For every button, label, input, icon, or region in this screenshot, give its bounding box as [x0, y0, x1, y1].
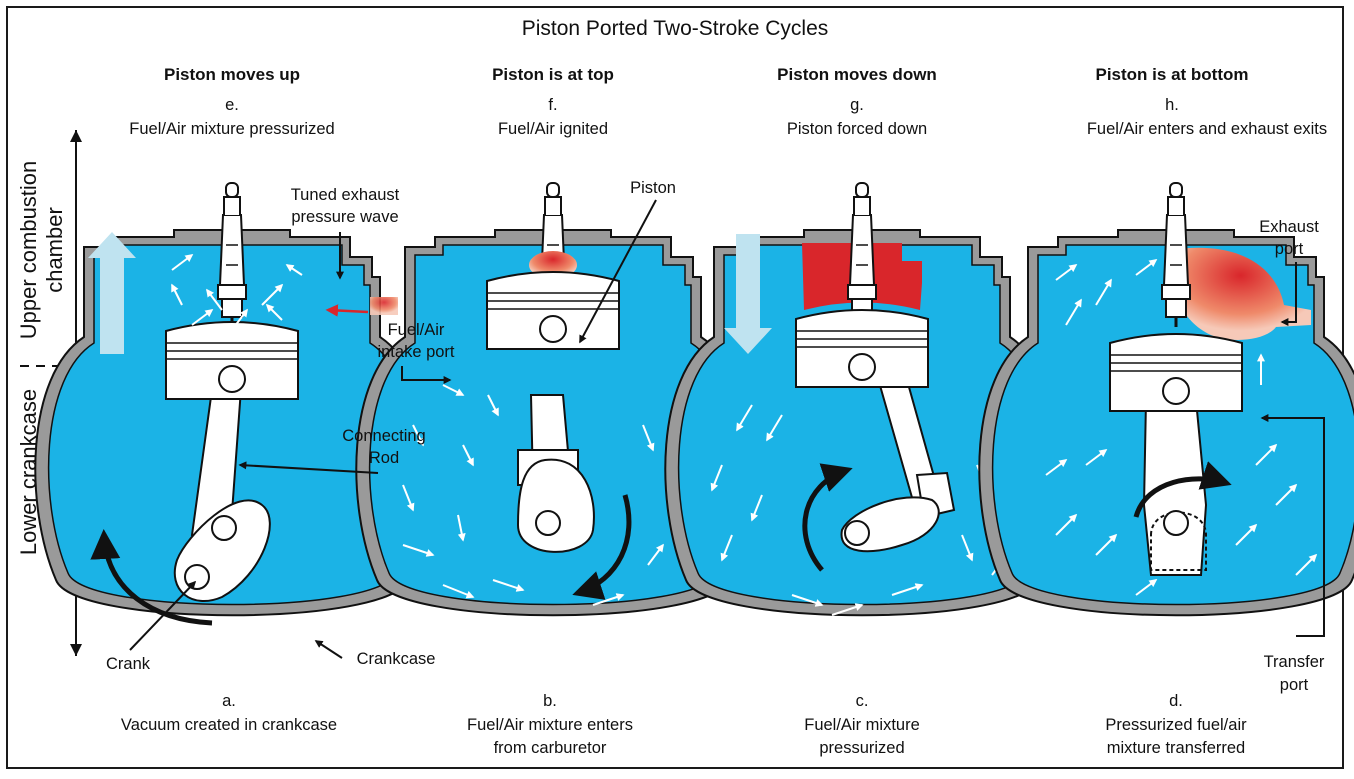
panel-3-labels: Piston moves down g. Piston forced down … — [777, 65, 937, 757]
mixture-flow-arrows — [171, 254, 303, 331]
range-arrowhead-up — [70, 130, 82, 142]
svg-text:Rod: Rod — [369, 449, 399, 467]
top-step-caption: Fuel/Air mixture pressurized — [129, 120, 334, 138]
engine-panel-4 — [978, 181, 1354, 617]
panel-1-labels: Piston moves up e. Fuel/Air mixture pres… — [121, 65, 337, 734]
svg-text:pressure wave: pressure wave — [291, 208, 398, 226]
panel-heading: Piston is at bottom — [1096, 65, 1249, 84]
svg-text:Crankcase: Crankcase — [357, 650, 436, 668]
svg-text:port: port — [1275, 240, 1304, 258]
callout-piston: Piston — [579, 179, 676, 344]
callout-exhaust-port: Exhaust port — [1259, 218, 1319, 326]
bottom-step-letter: d. — [1169, 692, 1183, 710]
bottom-step-caption: Vacuum created in crankcase — [121, 716, 337, 734]
bottom-step-letter: a. — [222, 692, 236, 710]
callout-transfer-port: Transfer port — [1260, 414, 1325, 694]
svg-text:intake port: intake port — [377, 343, 454, 361]
bottom-step-caption: Fuel/Air mixture — [804, 716, 920, 734]
callout-crank: Crank — [106, 580, 197, 673]
svg-text:port: port — [1280, 676, 1309, 694]
crank-rotation-arrow — [572, 494, 632, 600]
panel-heading: Piston moves down — [777, 65, 937, 84]
bottom-step-caption: from carburetor — [494, 739, 607, 757]
piston-down-arrow — [724, 234, 772, 354]
exhaust-glow — [370, 297, 398, 315]
panel-4-labels: Piston is at bottom h. Fuel/Air enters a… — [1087, 65, 1327, 757]
callout-intake-port: Fuel/Air intake port — [377, 321, 455, 384]
bottom-step-letter: c. — [856, 692, 869, 710]
top-step-letter: e. — [225, 96, 239, 114]
svg-text:Connecting: Connecting — [342, 427, 425, 445]
crank-rotation-arrow — [90, 529, 213, 626]
range-arrowhead-down — [70, 644, 82, 656]
svg-text:Piston: Piston — [630, 179, 676, 197]
svg-text:Fuel/Air: Fuel/Air — [388, 321, 445, 339]
bottom-step-letter: b. — [543, 692, 557, 710]
panel-2-labels: Piston is at top f. Fuel/Air ignited b. … — [467, 65, 633, 757]
crank-rotation-arrow — [1133, 461, 1232, 518]
top-step-caption: Fuel/Air ignited — [498, 120, 608, 138]
exhaust-gases — [1170, 247, 1311, 340]
upper-chamber-label: chamber — [42, 207, 67, 293]
panel-heading: Piston moves up — [164, 65, 300, 84]
svg-text:Exhaust: Exhaust — [1259, 218, 1319, 236]
piston-up-arrow — [88, 232, 136, 354]
bottom-step-caption: pressurized — [819, 739, 904, 757]
diagram-title: Piston Ported Two-Stroke Cycles — [522, 17, 829, 40]
engine-panel-1 — [34, 181, 430, 626]
top-step-caption: Piston forced down — [787, 120, 927, 138]
top-step-letter: h. — [1165, 96, 1179, 114]
top-step-letter: g. — [850, 96, 864, 114]
upper-chamber-label: Upper combustion — [16, 161, 41, 340]
top-step-letter: f. — [548, 96, 557, 114]
connecting-rod — [1142, 399, 1208, 576]
mixture-flow-arrows — [1045, 259, 1318, 596]
top-step-caption: Fuel/Air enters and exhaust exits — [1087, 120, 1327, 138]
callout-crankcase: Crankcase — [314, 640, 436, 668]
crank-rotation-arrow — [802, 463, 853, 572]
exhaust-wave-arrow — [325, 304, 369, 317]
callout-tuned-exhaust: Tuned exhaust pressure wave — [291, 186, 400, 317]
svg-text:Tuned exhaust: Tuned exhaust — [291, 186, 400, 204]
mixture-flow-arrows — [402, 384, 664, 606]
svg-text:Crank: Crank — [106, 655, 151, 673]
callout-connecting-rod: Connecting Rod — [238, 427, 426, 474]
bottom-step-caption: Fuel/Air mixture enters — [467, 716, 633, 734]
bottom-step-caption: mixture transferred — [1107, 739, 1245, 757]
panel-heading: Piston is at top — [492, 65, 614, 84]
bottom-step-caption: Pressurized fuel/air — [1105, 716, 1247, 734]
svg-text:Transfer: Transfer — [1264, 653, 1325, 671]
engine-panel-2 — [355, 181, 751, 617]
